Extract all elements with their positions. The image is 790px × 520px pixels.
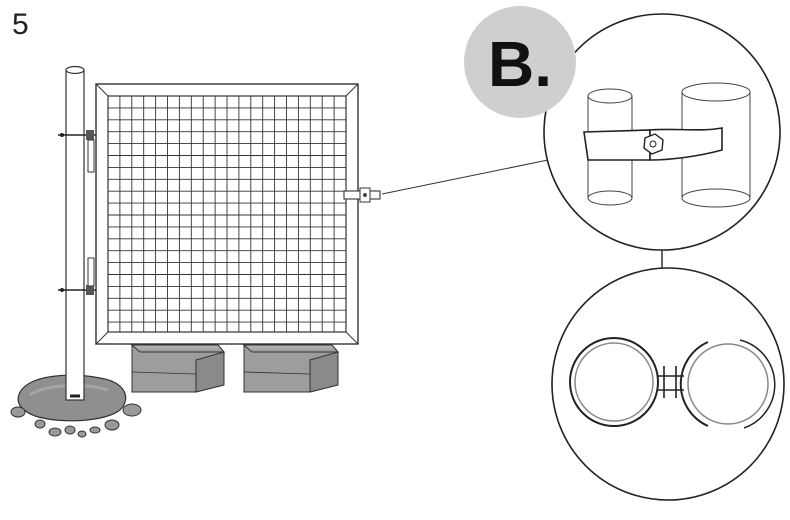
panel-connector bbox=[343, 187, 381, 203]
top-view-ring-left bbox=[569, 337, 659, 427]
top-view-ring-right bbox=[679, 339, 776, 429]
concrete-block-left bbox=[130, 344, 226, 393]
step-number: 5 bbox=[12, 8, 29, 41]
detail-leader-line bbox=[381, 159, 549, 195]
detail-clamp-strap bbox=[583, 127, 723, 161]
support-pole bbox=[65, 65, 85, 401]
detail-circle-b bbox=[543, 13, 781, 251]
mesh-grid bbox=[108, 96, 346, 332]
top-view-bolt bbox=[658, 366, 684, 398]
pole-clamp-top bbox=[58, 130, 98, 173]
callout-badge: B. bbox=[464, 6, 576, 118]
callout-label: B. bbox=[488, 28, 552, 100]
concrete-block-right bbox=[242, 344, 340, 393]
detail-circle-top-view bbox=[551, 267, 785, 501]
pole-clamp-bottom bbox=[58, 257, 98, 295]
mesh-panel bbox=[95, 83, 359, 345]
